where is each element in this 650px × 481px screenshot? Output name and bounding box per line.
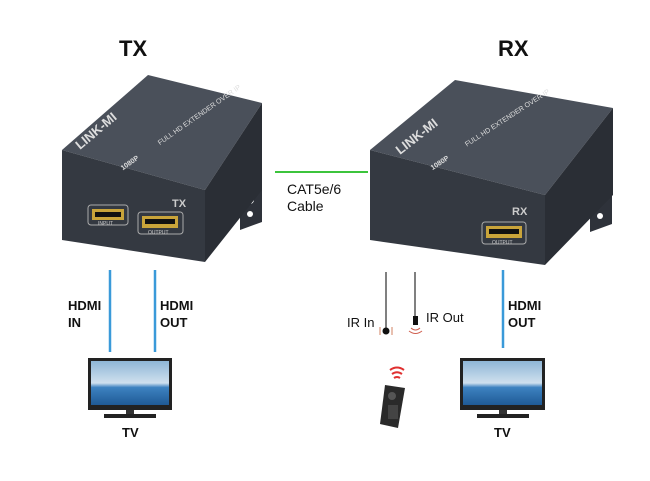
tx-device: LINK-MI	[62, 75, 262, 262]
ir-in-cable	[379, 272, 393, 335]
cable-label-line1: CAT5e/6	[287, 181, 342, 197]
tx-tv-label: TV	[122, 425, 139, 440]
rx-title: RX	[498, 36, 529, 61]
cable-label-line2: Cable	[287, 198, 324, 214]
rx-tv-icon	[460, 358, 545, 418]
ir-out-cable	[408, 272, 423, 334]
tx-title: TX	[119, 36, 148, 61]
ir-out-label: IR Out	[426, 310, 464, 325]
tx-tv-icon	[88, 358, 172, 418]
hdmi-in-label-line1: HDMI	[68, 298, 102, 313]
tx-side-mark: TX	[172, 198, 187, 210]
rx-tv-label: TV	[494, 425, 511, 440]
rx-side-mark: RX	[512, 206, 528, 218]
ir-in-label: IR In	[347, 315, 375, 330]
tx-hdmi-out-label: HDMI OUT	[160, 297, 193, 331]
tx-port-input: INPUT	[98, 221, 113, 227]
rx-port-output: OUTPUT	[492, 240, 513, 246]
rx-hdmi-out-label-line1: HDMI	[508, 298, 542, 313]
tx-hdmi-out-label-line2: OUT	[160, 315, 188, 330]
hdmi-in-label: HDMI IN	[68, 297, 101, 331]
rx-hdmi-out-label: HDMI OUT	[508, 297, 541, 331]
tx-hdmi-out-label-line1: HDMI	[160, 298, 194, 313]
hdmi-in-label-line2: IN	[68, 315, 81, 330]
cable-label: CAT5e/6 Cable	[287, 181, 341, 215]
tx-port-output: OUTPUT	[148, 230, 169, 236]
remote-control-icon	[380, 366, 405, 428]
rx-hdmi-out-label-line2: OUT	[508, 315, 536, 330]
rx-device: LINK-MI	[370, 80, 613, 265]
